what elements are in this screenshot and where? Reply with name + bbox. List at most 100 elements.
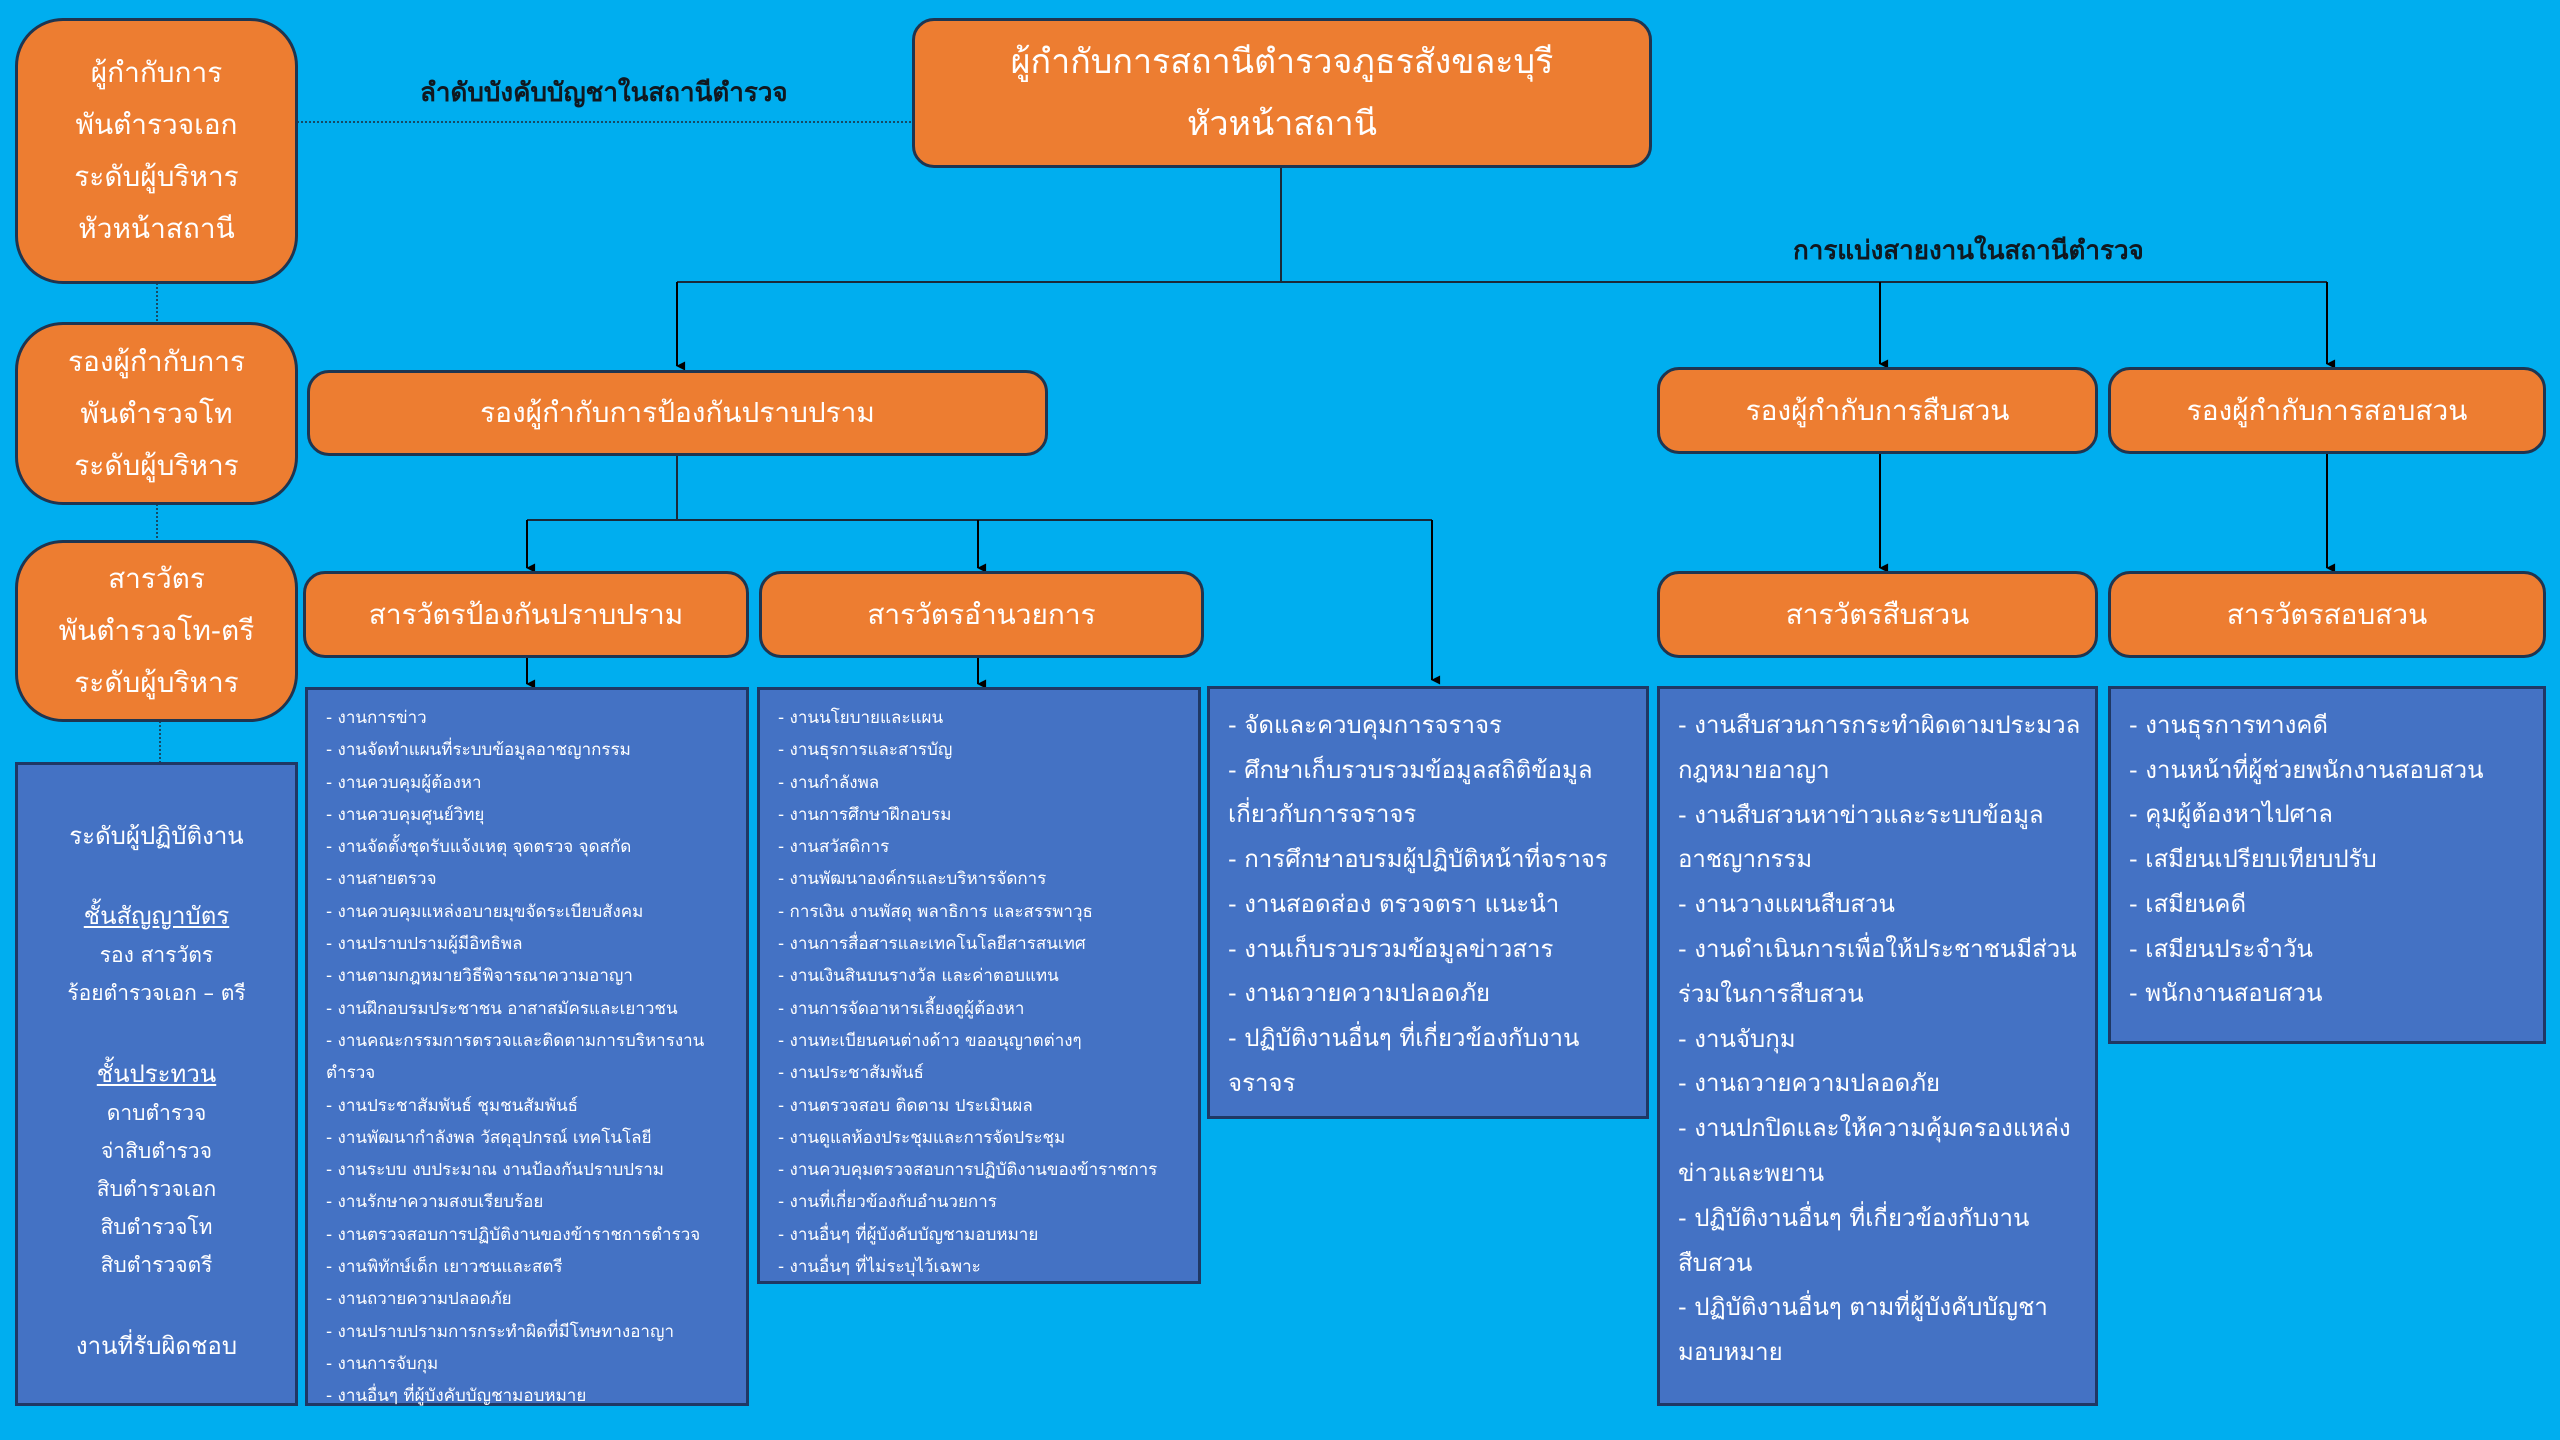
noncommissioned-rank: สิบตำรวจโท — [100, 1215, 213, 1239]
task-item: - งานพิทักษ์เด็ก เยาวชนและสตรี — [326, 1257, 563, 1278]
inspector-administration-node: สารวัตรอำนวยการ — [759, 571, 1204, 658]
task-item: - การศึกษาอบรมผู้ปฏิบัติหน้าที่จราจร — [1228, 845, 1608, 874]
task-item: - งานการศึกษาฝึกอบรม — [778, 804, 952, 825]
task-item: - งานธุรการและสารบัญ — [778, 740, 953, 761]
legend-deputy-title: รองผู้กำกับการ — [67, 344, 246, 378]
station-superintendent-node: ผู้กำกับการสถานีตำรวจภูธรสังขละบุรี หัวห… — [912, 18, 1652, 168]
legend-deputy-level: ระดับผู้บริหาร — [74, 448, 239, 482]
noncommissioned-rank: สิบตำรวจเอก — [96, 1177, 217, 1201]
investigation-task-list: - งานสืบสวนการกระทำผิดตามประมวลกฎหมายอาญ… — [1678, 703, 2081, 1375]
task-item: - งานประชาสัมพันธ์ ชุมชนสัมพันธ์ — [326, 1095, 579, 1116]
task-item: - เสมียนเปรียบเทียบปรับ — [2129, 845, 2377, 874]
commissioned-heading: ชั้นสัญญาบัตร — [83, 902, 230, 930]
deputy-prevention-label: รองผู้กำกับการป้องกันปราบปราม — [480, 396, 875, 429]
task-item: - งานสอดส่อง ตรวจตรา แนะนำ — [1228, 889, 1560, 918]
inspector-administration-label: สารวัตรอำนวยการ — [867, 597, 1096, 631]
task-item: - งานควบคุมศูนย์วิทยุ — [326, 804, 485, 825]
inspector-investigation-node: สารวัตรสืบสวน — [1657, 571, 2098, 658]
task-item: - งานดำเนินการเพื่อให้ประชาชนมีส่วนร่วมใ… — [1678, 934, 2077, 1008]
task-item: - งานที่เกี่ยวข้องกับอำนวยการ — [778, 1192, 997, 1213]
responsibilities-label: งานที่รับผิดชอบ — [75, 1332, 238, 1360]
task-item: - คุมผู้ต้องหาไปศาล — [2129, 800, 2333, 829]
deputy-inquiry-label: รองผู้กำกับการสอบสวน — [2186, 393, 2468, 427]
task-item: - งานปราบปรามผู้มีอิทธิพล — [326, 934, 523, 955]
legend-superintendent-role: หัวหน้าสถานี — [78, 212, 235, 245]
task-item: - งานอื่นๆ ที่ผู้บังคับบัญชามอบหมาย — [326, 1386, 587, 1407]
legend-superintendent-title: ผู้กำกับการ — [90, 56, 223, 89]
task-item: - งานการจับกุม — [326, 1353, 439, 1374]
task-item: - งานทะเบียนคนต่างด้าว ขออนุญาตต่างๆ — [778, 1030, 1082, 1051]
task-item: - งานเงินสินบนรางวัล และค่าตอบแทน — [778, 966, 1059, 987]
inspector-prevention-label: สารวัตรป้องกันปราบปราม — [368, 597, 684, 631]
task-item: - พนักงานสอบสวน — [2129, 979, 2323, 1008]
task-item: - ปฏิบัติงานอื่นๆ ที่เกี่ยวข้องกับงานสืบ… — [1678, 1203, 2030, 1277]
prevention-task-list: - งานการข่าว - งานจัดทำแผนที่ระบบข้อมูลอา… — [326, 702, 730, 1413]
legend-inspector: สารวัตร พันตำรวจโท-ตรี ระดับผู้บริหาร — [15, 540, 298, 722]
task-item: - งานดูแลห้องประชุมและการจัดประชุม — [778, 1127, 1066, 1148]
deputy-prevention-node: รองผู้กำกับการป้องกันปราบปราม — [307, 370, 1048, 456]
task-item: - งานอื่นๆ ที่ไม่ระบุไว้เฉพาะ — [778, 1257, 981, 1278]
task-item: - งานกำลังพล — [778, 772, 880, 793]
task-item: - งานการสื่อสารและเทคโนโลยีสารสนเทศ — [778, 934, 1086, 955]
task-item: - งานจัดทำแผนที่ระบบข้อมูลอาชญากรรม — [326, 740, 631, 761]
task-item: - งานนโยบายและแผน — [778, 708, 944, 728]
inquiry-task-list: - งานธุรการทางคดี - งานหน้าที่ผู้ช่วยพนัก… — [2129, 703, 2527, 1016]
chain-of-command-label: ลำดับบังคับบัญชาในสถานีตำรวจ — [420, 78, 788, 108]
task-item: - งานการข่าว — [326, 708, 427, 728]
prevention-tasks-panel: - งานการข่าว - งานจัดทำแผนที่ระบบข้อมูลอา… — [305, 687, 749, 1406]
task-item: - งานฝึกอบรมประชาชน อาสาสมัครและเยาวชน — [326, 998, 678, 1019]
deputy-inquiry-node: รองผู้กำกับการสอบสวน — [2108, 367, 2546, 454]
task-item: - งานวางแผนสืบสวน — [1678, 890, 1895, 919]
task-item: - งานตามกฎหมายวิธีพิจารณาความอาญา — [326, 966, 633, 987]
task-item: - งานถวายความปลอดภัย — [326, 1289, 512, 1310]
task-item: - ปฏิบัติงานอื่นๆ ตามที่ผู้บังคับบัญชามอ… — [1678, 1293, 2048, 1367]
inspector-investigation-label: สารวัตรสืบสวน — [1785, 597, 1970, 631]
station-head-title: หัวหน้าสถานี — [1187, 104, 1377, 144]
task-item: - งานสืบสวนหาข่าวและระบบข้อมูลอาชญากรรม — [1678, 800, 2044, 874]
task-item: - งานปกปิดและให้ความคุ้มครองแหล่งข่าวและ… — [1678, 1114, 2071, 1187]
task-item: - งานสายตรวจ — [326, 869, 437, 890]
task-item: - งานหน้าที่ผู้ช่วยพนักงานสอบสวน — [2129, 755, 2484, 784]
task-item: - งานจับกุม — [1678, 1024, 1796, 1053]
task-item: - ปฏิบัติงานอื่นๆ ที่เกี่ยวข้องกับงานจรา… — [1228, 1023, 1580, 1097]
task-item: - เสมียนประจำวัน — [2129, 934, 2313, 963]
legend-superintendent: ผู้กำกับการ พันตำรวจเอก ระดับผู้บริหาร ห… — [15, 18, 298, 284]
legend-deputy-rank: พันตำรวจโท — [80, 396, 233, 430]
task-item: - งานเก็บรวบรวมข้อมูลข่าวสาร — [1228, 934, 1554, 963]
task-item: - งานพัฒนาองค์กรและบริหารจัดการ — [778, 869, 1047, 890]
task-item: - งานรักษาความสงบเรียบร้อย — [326, 1192, 544, 1213]
operational-title: ระดับผู้ปฏิบัติงาน — [69, 822, 244, 850]
traffic-tasks-panel: - จัดและควบคุมการจราจร - ศึกษาเก็บรวบรวมข… — [1207, 686, 1649, 1119]
task-item: - งานสวัสดิการ — [778, 837, 890, 858]
inspector-inquiry-node: สารวัตรสอบสวน — [2108, 571, 2546, 658]
noncommissioned-rank: ดาบตำรวจ — [106, 1101, 207, 1125]
deputy-investigation-label: รองผู้กำกับการสืบสวน — [1745, 393, 2010, 427]
task-item: - งานจัดตั้งชุดรับแจ้งเหตุ จุดตรวจ จุดสก… — [326, 837, 632, 858]
task-item: - ศึกษาเก็บรวบรวมข้อมูลสถิติข้อมูลเกี่ยว… — [1228, 755, 1593, 829]
administration-task-list: - งานนโยบายและแผน - งานธุรการและสารบัญ - ง… — [778, 702, 1182, 1283]
inquiry-tasks-panel: - งานธุรการทางคดี - งานหน้าที่ผู้ช่วยพนัก… — [2108, 686, 2546, 1044]
task-item: - งานตรวจสอบ ติดตาม ประเมินผล — [778, 1095, 1033, 1116]
commissioned-rank: ร้อยตำรวจเอก – ตรี — [67, 981, 246, 1005]
task-item: - การเงิน งานพัสดุ พลาธิการ และสรรพาวุธ — [778, 901, 1093, 922]
task-item: - งานตรวจสอบการปฏิบัติงานของข้าราชการตำร… — [326, 1224, 701, 1245]
deputy-investigation-node: รองผู้กำกับการสืบสวน — [1657, 367, 2098, 454]
task-item: - งานสืบสวนการกระทำผิดตามประมวลกฎหมายอาญ… — [1678, 711, 2081, 784]
task-item: - งานธุรการทางคดี — [2129, 711, 2328, 739]
task-item: - งานควบคุมผู้ต้องหา — [326, 772, 482, 793]
task-item: - งานอื่นๆ ที่ผู้บังคับบัญชามอบหมาย — [778, 1224, 1039, 1245]
commissioned-rank: รอง สารวัตร — [99, 943, 214, 967]
administration-tasks-panel: - งานนโยบายและแผน - งานธุรการและสารบัญ - ง… — [757, 687, 1201, 1284]
task-item: - งานควบคุมแหล่งอบายมุขจัดระเบียบสังคม — [326, 901, 644, 922]
task-item: - จัดและควบคุมการจราจร — [1228, 711, 1502, 739]
legend-inspector-rank: พันตำรวจโท-ตรี — [58, 614, 255, 647]
task-item: - งานระบบ งบประมาณ งานป้องกันปราบปราม — [326, 1160, 664, 1181]
task-item: - เสมียนคดี — [2129, 889, 2247, 918]
task-item: - งานปราบปรามการกระทำผิดที่มีโทษทางอาญา — [326, 1321, 675, 1342]
legend-operational-panel: ระดับผู้ปฏิบัติงาน ชั้นสัญญาบัตร รอง สาร… — [15, 762, 298, 1406]
station-superintendent-title: ผู้กำกับการสถานีตำรวจภูธรสังขละบุรี — [1010, 42, 1554, 82]
task-item: - งานประชาสัมพันธ์ — [778, 1063, 924, 1084]
inspector-inquiry-label: สารวัตรสอบสวน — [2226, 597, 2428, 631]
legend-deputy: รองผู้กำกับการ พันตำรวจโท ระดับผู้บริหาร — [15, 322, 298, 505]
noncommissioned-rank: จ่าสิบตำรวจ — [100, 1139, 213, 1163]
